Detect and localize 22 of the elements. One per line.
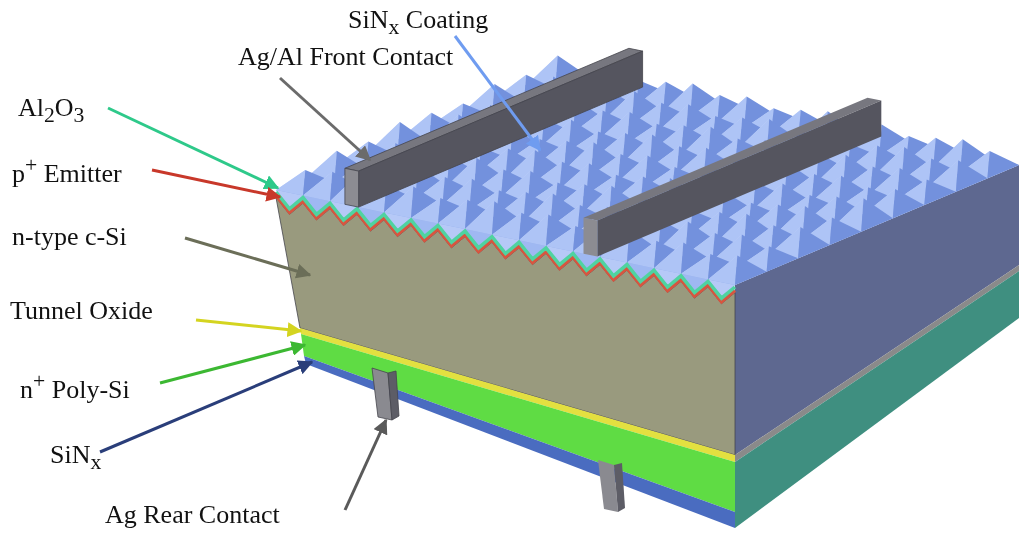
part-label: Ag Rear Contact xyxy=(105,500,280,530)
part-label: Ag/Al Front Contact xyxy=(238,42,454,72)
leader-line xyxy=(184,236,312,279)
leader-line xyxy=(159,341,307,385)
part-label: SiN$_{x}$ Coating xyxy=(348,5,489,43)
rear-contact xyxy=(371,367,400,421)
leader-line xyxy=(343,418,388,511)
poly-silicon-layer xyxy=(301,334,735,512)
silicon-wafer xyxy=(275,197,736,456)
leader-line xyxy=(99,360,314,454)
leader-line xyxy=(151,168,282,202)
leader-line xyxy=(195,318,303,338)
part-label: n-type c-Si xyxy=(12,222,127,252)
tunnel-oxide-layer xyxy=(300,328,735,462)
part-label: SiN$_{x}$ xyxy=(50,440,102,478)
leader-line xyxy=(453,35,542,152)
part-label: p$^{+}$ Emitter xyxy=(12,150,122,189)
leader-line xyxy=(107,106,280,190)
leader-line xyxy=(279,76,372,162)
part-label: Tunnel Oxide xyxy=(10,296,153,326)
part-label: n$^{+}$ Poly-Si xyxy=(20,366,130,405)
part-label: Al$_{2}$O$_{3}$ xyxy=(18,93,85,131)
